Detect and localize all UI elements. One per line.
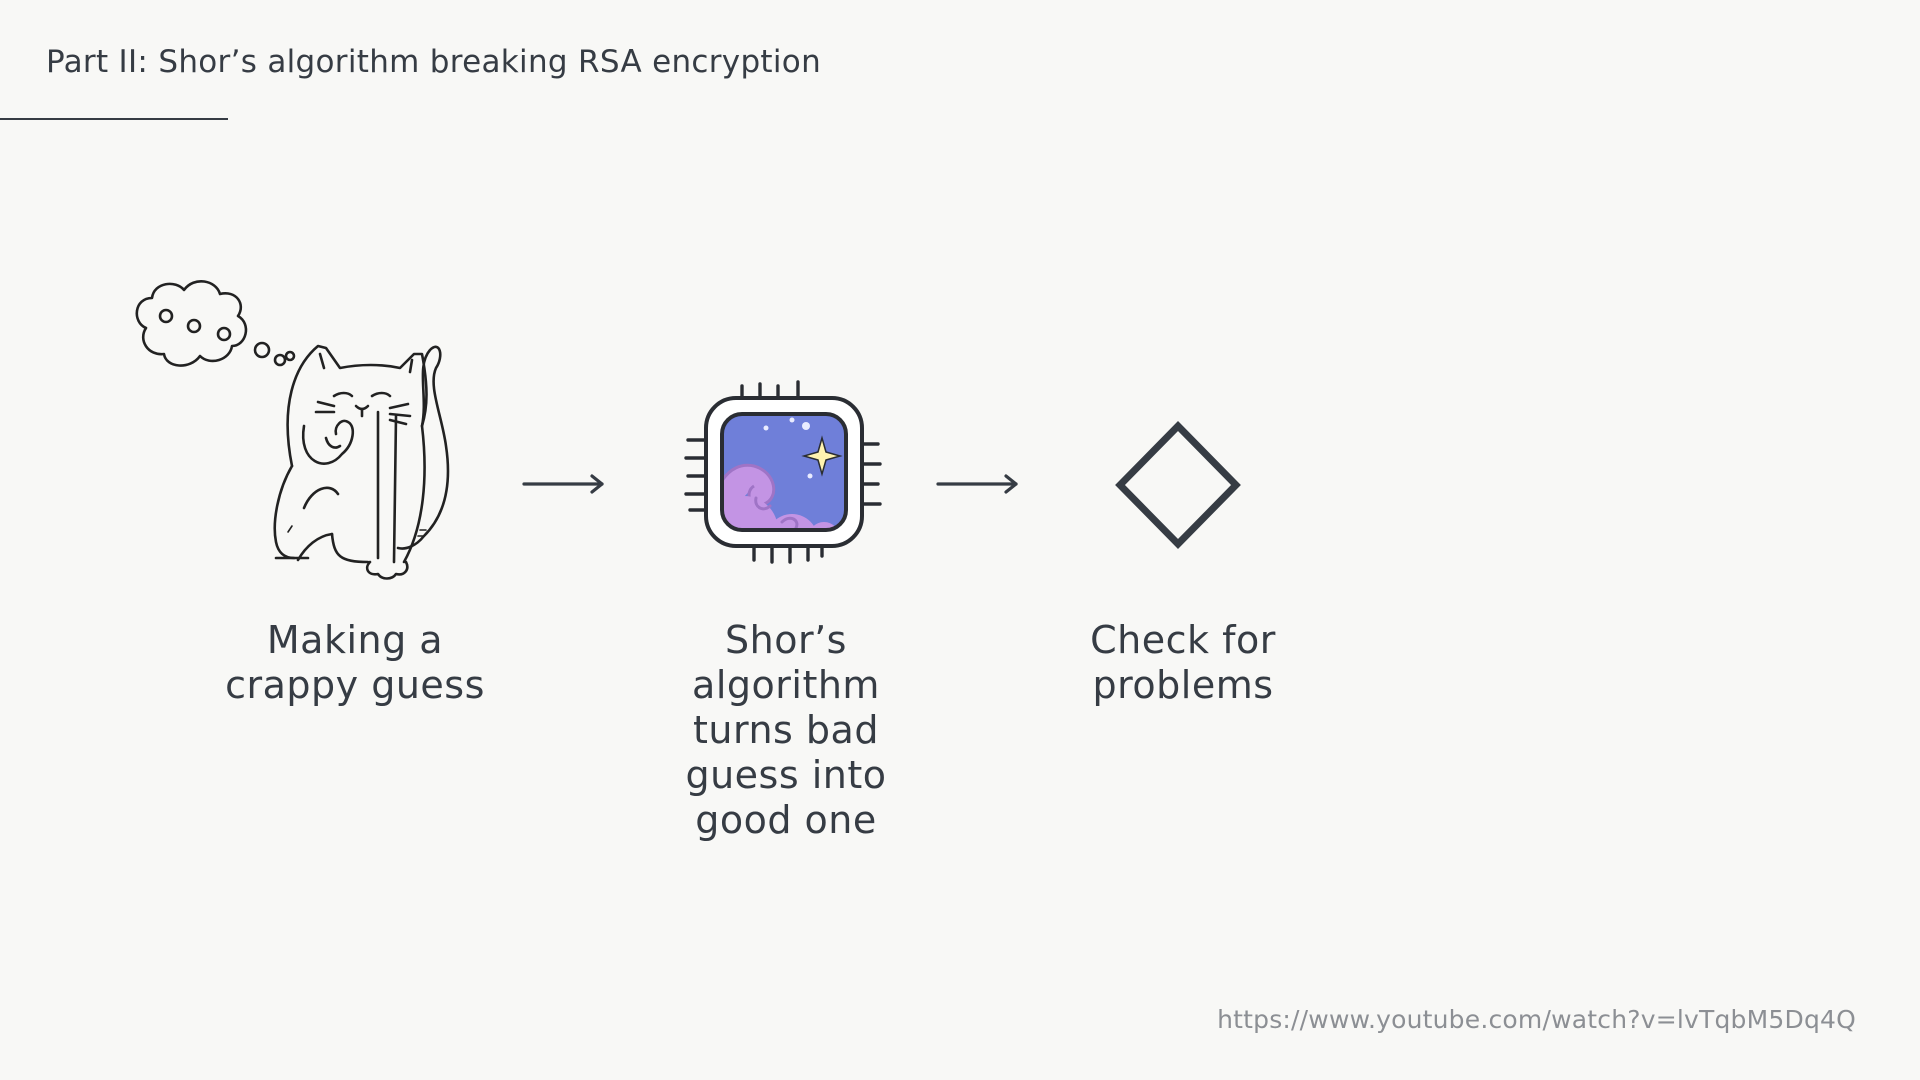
step-label-guess: Making a crappy guess — [225, 618, 485, 707]
sparkle-star — [801, 435, 843, 477]
arrow-right-icon — [522, 474, 604, 494]
slide-title: Part II: Shor’s algorithm breaking RSA e… — [46, 44, 822, 80]
thought-cloud — [135, 280, 248, 367]
title-underline — [0, 118, 228, 120]
quantum-chip-icon — [684, 380, 882, 564]
diamond-icon — [1115, 421, 1241, 549]
thinking-cat-icon — [135, 280, 450, 580]
arrow-right-icon — [936, 474, 1018, 494]
source-link[interactable]: https://www.youtube.com/watch?v=lvTqbM5D… — [1217, 1005, 1856, 1034]
step-label-check: Check for problems — [1090, 618, 1276, 707]
step-label-shor: Shor’s algorithm turns bad guess into go… — [685, 618, 887, 842]
